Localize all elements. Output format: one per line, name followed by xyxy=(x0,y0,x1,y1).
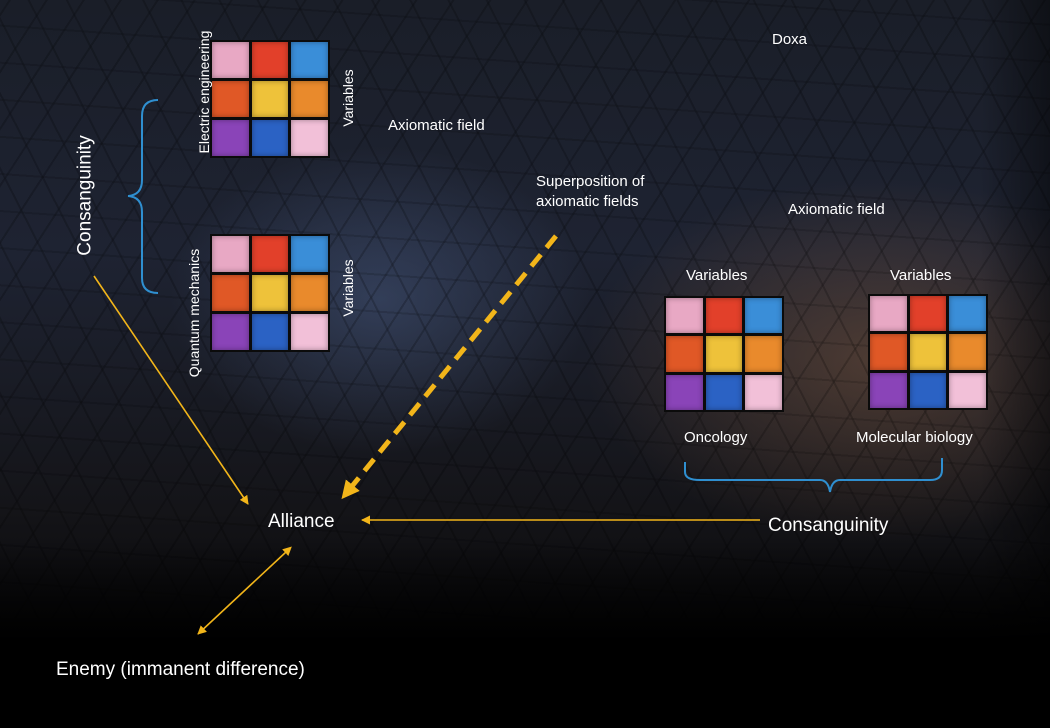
grid-cell xyxy=(949,334,986,370)
quantum-mechanics-label: Quantum mechanics xyxy=(186,248,202,378)
grid-cell xyxy=(251,314,289,350)
variables-electric-label: Variables xyxy=(340,69,356,127)
grid-cell xyxy=(745,336,782,372)
grid-cell xyxy=(251,120,289,156)
grid-cell xyxy=(212,236,249,272)
grid-cell xyxy=(705,336,743,372)
consanguinity-left-label: Consanguinity xyxy=(74,135,96,256)
grid-cell xyxy=(909,334,947,370)
grid-cell xyxy=(909,296,947,332)
variables-molecular-label: Variables xyxy=(890,267,952,284)
grid-cell xyxy=(705,298,743,334)
background-fade xyxy=(0,540,1050,728)
grid-cell xyxy=(212,314,249,350)
molecular-biology-label: Molecular biology xyxy=(856,429,973,446)
axiomatic-field-right-label: Axiomatic field xyxy=(788,201,885,218)
grid-cell xyxy=(666,336,703,372)
arrow-consanguinity-to-alliance xyxy=(93,275,249,505)
grid-cell xyxy=(949,372,986,408)
grid-cell xyxy=(666,298,703,334)
variables-grid-molecular xyxy=(868,294,988,410)
grid-cell xyxy=(870,296,907,332)
grid-cell xyxy=(212,42,249,78)
grid-cell xyxy=(870,334,907,370)
superposition-label-line2: axiomatic fields xyxy=(536,193,639,210)
grid-cell xyxy=(870,372,907,408)
variables-quantum-label: Variables xyxy=(340,259,356,317)
oncology-label: Oncology xyxy=(684,429,748,446)
consanguinity-right-label: Consanguinity xyxy=(768,515,889,536)
grid-cell xyxy=(212,120,249,156)
grid-cell xyxy=(212,81,249,117)
grid-cell xyxy=(745,298,782,334)
grid-cell xyxy=(291,120,328,156)
grid-cell xyxy=(666,374,703,410)
grid-cell xyxy=(705,374,743,410)
doxa-label: Doxa xyxy=(772,31,808,48)
grid-cell xyxy=(251,236,289,272)
arrow-superposition xyxy=(341,234,558,500)
grid-cell xyxy=(909,372,947,408)
grid-cell xyxy=(291,81,328,117)
grid-cell xyxy=(949,296,986,332)
variables-grid-electric xyxy=(210,40,330,158)
grid-cell xyxy=(251,275,289,311)
electric-engineering-label: Electric engineering xyxy=(196,30,212,154)
alliance-label: Alliance xyxy=(268,511,335,532)
grid-cell xyxy=(212,275,249,311)
variables-grid-oncology xyxy=(664,296,784,412)
bracket-right xyxy=(684,458,943,493)
variables-grid-quantum xyxy=(210,234,330,352)
enemy-label: Enemy (immanent difference) xyxy=(56,659,305,680)
superposition-label-line1: Superposition of xyxy=(536,173,645,190)
bracket-left xyxy=(127,99,159,294)
grid-cell xyxy=(291,236,328,272)
grid-cell xyxy=(251,81,289,117)
grid-cell xyxy=(291,314,328,350)
grid-cell xyxy=(251,42,289,78)
grid-cell xyxy=(745,374,782,410)
variables-oncology-label: Variables xyxy=(686,267,748,284)
axiomatic-field-left-label: Axiomatic field xyxy=(388,117,485,134)
arrow-alliance-enemy xyxy=(197,546,292,635)
grid-cell xyxy=(291,42,328,78)
grid-cell xyxy=(291,275,328,311)
